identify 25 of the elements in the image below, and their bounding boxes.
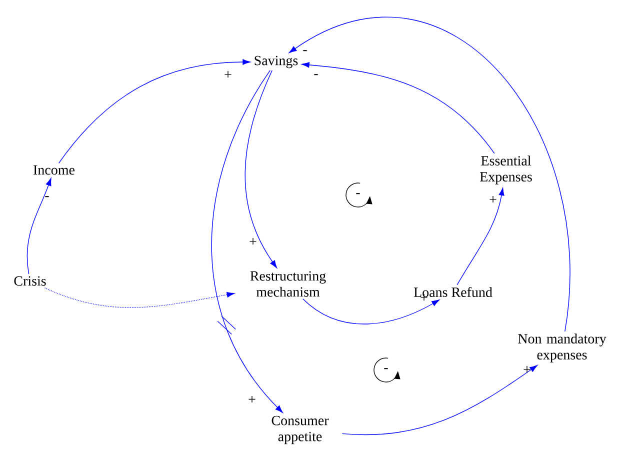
arrow	[288, 18, 570, 332]
variable-label: Restructuring mechanism	[250, 271, 326, 297]
arrow	[244, 70, 277, 268]
variable-label: Essential Expenses	[480, 156, 532, 184]
arrow	[44, 288, 235, 308]
arrow	[302, 62, 495, 154]
polarity-sign: +	[524, 366, 530, 373]
variable-label: Non mandatory expenses	[518, 334, 606, 362]
arrow	[302, 298, 440, 324]
polarity-sign: -	[314, 74, 318, 76]
variable-label: Savings	[254, 56, 298, 68]
arrow	[342, 365, 538, 436]
polarity-sign: -	[45, 196, 49, 198]
arrow	[456, 188, 504, 286]
variable-label: Crisis	[14, 276, 46, 286]
polarity-sign: +	[490, 196, 496, 203]
polarity-sign: +	[250, 238, 256, 245]
arrow	[211, 70, 283, 413]
variable-label: Consumer appetite	[272, 416, 329, 444]
polarity-sign: +	[248, 396, 256, 403]
variable-label: Income	[34, 165, 74, 175]
arrow	[26, 178, 52, 274]
polarity-sign: +	[224, 71, 232, 78]
polarity-sign: -	[303, 50, 307, 52]
arrow	[58, 59, 250, 164]
